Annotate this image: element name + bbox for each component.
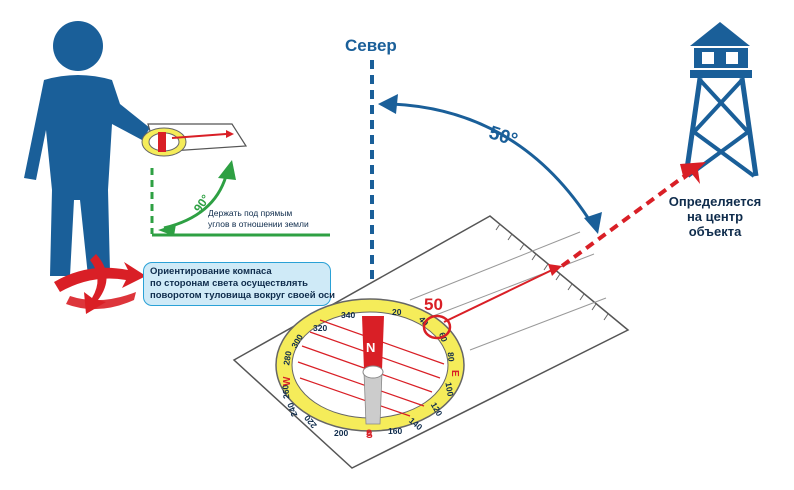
dial-label-280: 280: [281, 350, 293, 366]
angle-arc-label: 50°: [486, 122, 520, 151]
rotation-arrows-icon: [54, 254, 146, 314]
dial-label-100: 100: [443, 381, 455, 397]
direction-line: [443, 170, 692, 323]
dial-label-340: 340: [341, 310, 355, 320]
hold-instruction-line-1: Держать под прямым: [208, 208, 292, 218]
held-compass: [141, 123, 248, 157]
rotate-instruction-callout: Ориентирование компаса по сторонам света…: [143, 262, 335, 306]
bearing-angle-arc: 50°: [378, 94, 602, 234]
target-instruction-line-1: Определяется: [668, 194, 762, 209]
dial-label-160: 160: [388, 426, 402, 436]
target-instruction-line-2: на центр: [686, 209, 744, 224]
watchtower-icon: [683, 22, 759, 178]
target-instruction: Определяется на центр объекта: [660, 194, 770, 239]
dial-label-260: 260: [280, 384, 291, 399]
needle-south-label: S: [366, 428, 372, 438]
baseplate-compass: 340 320 300 280 260 240 220 200 160 140 …: [232, 215, 630, 469]
dial-cardinal-e: E: [449, 370, 460, 377]
target-mark-icon: [680, 162, 706, 184]
dial-label-20: 20: [392, 307, 402, 317]
hold-instruction-line-2: углов в отношении земли: [208, 219, 309, 229]
dial-cardinal-w: W: [282, 376, 293, 386]
north-label: Север: [345, 36, 397, 55]
rotate-instruction-line-3: поворотом туловища вокруг своей оси: [150, 290, 335, 301]
dial-label-80: 80: [446, 352, 457, 363]
dial-label-240: 240: [285, 401, 299, 418]
right-angle-hint: 90° Держать под прямым углов в отношении…: [150, 160, 330, 237]
rotate-instruction-line-2: по сторонам света осуществлять: [150, 278, 308, 289]
dial-cardinal-s: S: [366, 430, 373, 441]
target-instruction-line-3: объекта: [688, 224, 742, 239]
rotate-instruction-line-1: Ориентирование компаса: [150, 266, 272, 277]
person-figure: [24, 21, 150, 276]
needle-north-label: N: [366, 340, 375, 355]
dial-label-320: 320: [313, 323, 327, 333]
bearing-value-label: 50: [424, 295, 443, 314]
dial-label-200: 200: [334, 428, 348, 438]
